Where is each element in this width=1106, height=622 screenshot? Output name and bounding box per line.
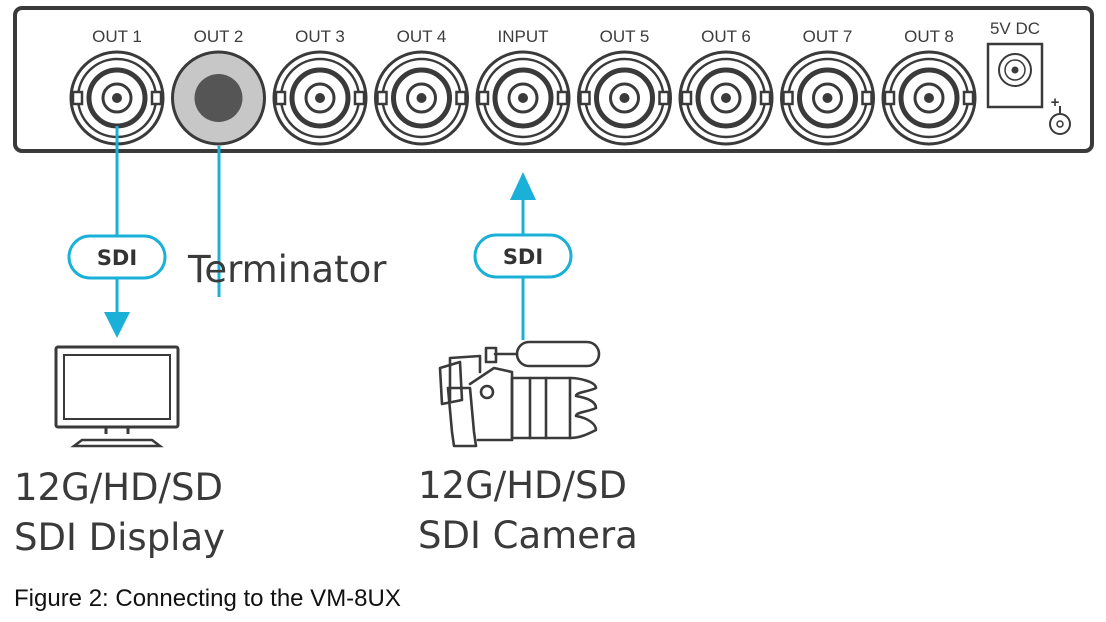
- display-name-label: SDI Display: [14, 516, 225, 559]
- polarity-plus: +: [1051, 94, 1060, 111]
- camera-arrowhead: [510, 172, 536, 200]
- bnc-connector-icon: [881, 50, 977, 146]
- polarity-symbol: +: [1049, 94, 1071, 135]
- port-out-7: OUT 7: [780, 27, 875, 146]
- monitor-icon: [54, 345, 180, 448]
- port-label: INPUT: [498, 27, 549, 46]
- video-camera-icon: [438, 340, 601, 448]
- port-label: OUT 4: [397, 27, 447, 46]
- port-label: OUT 6: [701, 27, 751, 46]
- display-cable: [104, 126, 130, 338]
- port-label: OUT 5: [600, 27, 650, 46]
- port-out-6: OUT 6: [678, 27, 774, 146]
- port-out-2: OUT 2: [171, 27, 266, 146]
- port-out-3: OUT 3: [272, 27, 368, 146]
- display-sdi-label: SDI: [97, 246, 137, 270]
- bnc-connector-icon: [69, 50, 165, 146]
- port-input: INPUT: [475, 27, 571, 146]
- port-label: OUT 1: [92, 27, 142, 46]
- terminator-cap: [171, 50, 266, 146]
- bnc-connector-icon: [780, 50, 875, 146]
- terminator-label: Terminator: [187, 248, 387, 291]
- connection-diagram: OUT 1 OUT 2 OUT 3 OUT 4 INPUT OUT 5 OUT 6 OUT 7…: [13, 6, 1094, 559]
- port-label: OUT 3: [295, 27, 345, 46]
- figure-caption: Figure 2: Connecting to the VM-8UX: [14, 585, 401, 612]
- display-arrowhead: [104, 312, 130, 338]
- bnc-connector-icon: [272, 50, 368, 146]
- port-out-8: OUT 8: [881, 27, 977, 146]
- port-label: OUT 2: [194, 27, 244, 46]
- camera-name-label: SDI Camera: [418, 514, 638, 557]
- power-label: 5V DC: [990, 19, 1040, 38]
- camera-sdi-badge: SDI: [473, 233, 573, 279]
- port-row: OUT 1 OUT 2 OUT 3 OUT 4 INPUT OUT 5 OUT 6 OUT 7…: [69, 27, 977, 146]
- display-sdi-badge: SDI: [67, 234, 167, 280]
- port-out-5: OUT 5: [577, 27, 672, 146]
- power-dc-jack: 5V DC: [986, 19, 1044, 109]
- camera-sdi-label: SDI: [503, 245, 543, 269]
- bnc-connector-icon: [577, 50, 672, 146]
- bnc-connector-icon: [374, 50, 469, 146]
- port-label: OUT 8: [904, 27, 954, 46]
- bnc-connector-icon: [678, 50, 774, 146]
- display-type-label: 12G/HD/SD: [14, 466, 223, 509]
- port-label: OUT 7: [803, 27, 853, 46]
- bnc-connector-icon: [475, 50, 571, 146]
- port-out-4: OUT 4: [374, 27, 469, 146]
- camera-type-label: 12G/HD/SD: [418, 464, 627, 507]
- port-out-1: OUT 1: [69, 27, 165, 146]
